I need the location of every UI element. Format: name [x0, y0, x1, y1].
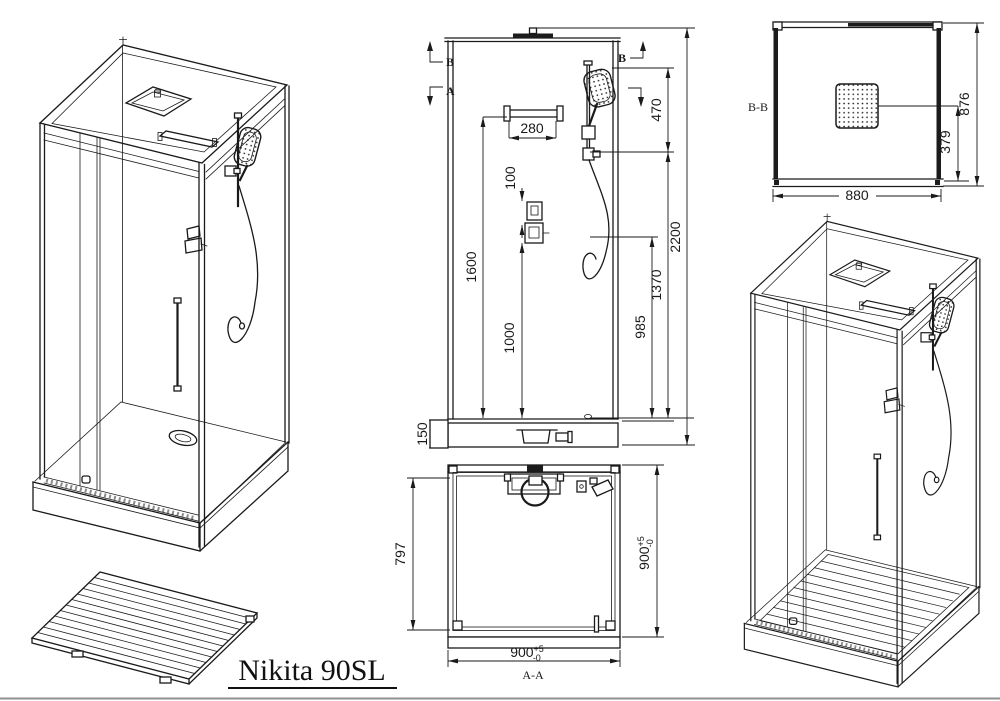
plan-view: 797 900+5-0 900+5-0 A-A	[392, 464, 664, 682]
duckboard-mat	[30, 571, 259, 685]
dim-holder-height-label: 985	[632, 315, 648, 339]
dim-inner-depth-label: 797	[392, 542, 408, 566]
drawing-title: Nikita 90SL	[228, 654, 397, 689]
dim-mixer-height-label: 1000	[501, 322, 517, 353]
shower-tray-section	[429, 414, 619, 449]
section-marker-a-right	[628, 87, 644, 107]
shelf	[506, 109, 561, 118]
rain-shower-plan-icon	[835, 83, 879, 129]
dim-head-offset-label: 379	[937, 130, 953, 154]
dim-rail-low-height-label: 1370	[648, 269, 664, 300]
section-view-label: B-B	[748, 100, 768, 114]
rain-shower-icon	[513, 33, 553, 38]
hand-shower-icon	[581, 60, 616, 280]
dim-shelf-width-label: 280	[520, 120, 544, 136]
section-marker-b-right: B	[618, 41, 646, 65]
isometric-cabin-right	[742, 212, 982, 689]
dim-shelf-height-label: 1600	[463, 251, 479, 282]
dim-width-label: 900+5-0	[510, 644, 544, 663]
dim-depth-label: 900+5-0	[636, 536, 655, 570]
front-elevation-view: 280 100	[414, 27, 695, 450]
plan-view-label: A-A	[522, 668, 544, 682]
section-marker-a-left: A	[427, 84, 455, 106]
svg-text:B: B	[446, 55, 454, 69]
svg-text:B: B	[618, 51, 626, 65]
section-view: 379 876 880 B-B	[748, 21, 984, 203]
dim-mixer-gap-label: 100	[502, 166, 518, 190]
page-title: Nikita 90SL	[238, 654, 386, 687]
dim-width-bb-label: 880	[845, 187, 869, 203]
mixer-icon	[524, 201, 550, 244]
dim-depth-bb-label: 876	[956, 92, 972, 116]
svg-text:A: A	[446, 84, 455, 98]
dim-total-height-label: 2200	[667, 221, 683, 252]
section-marker-b-left: B	[427, 41, 454, 69]
dim-tray-height-label: 150	[414, 422, 430, 446]
dim-rail-span-label: 470	[648, 98, 664, 122]
isometric-cabin-left	[31, 35, 291, 553]
drain-icon	[168, 429, 198, 447]
